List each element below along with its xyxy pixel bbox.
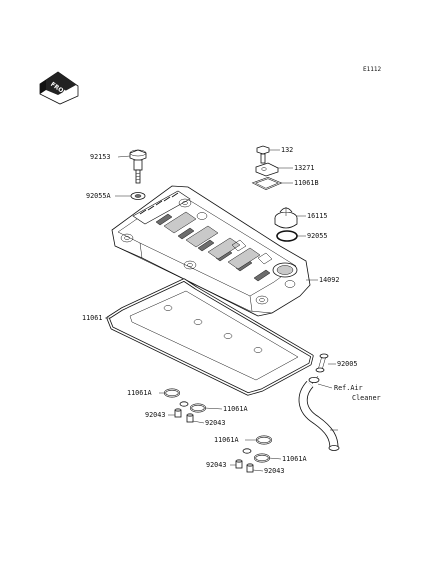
label-14092: 14092 (319, 276, 339, 284)
gasket-11061b (251, 177, 283, 190)
o-ring-92055 (276, 230, 298, 242)
label-11061a-4: 11061A (282, 455, 307, 463)
head-cover-gasket (106, 278, 314, 396)
breather-cap-13271 (255, 162, 279, 177)
breather-hose-92005 (298, 353, 340, 451)
bolt-132 (256, 145, 270, 164)
label-92043-4: 92043 (264, 467, 284, 475)
label-11061a-2: 11061A (223, 405, 248, 413)
label-92055: 92055 (307, 232, 327, 240)
washer-92055a (130, 192, 146, 200)
label-92005: 92005 (337, 360, 357, 368)
bolt-92153 (129, 149, 147, 184)
front-arrow-icon: FRONT (39, 71, 79, 105)
label-92055a: 92055A (86, 192, 111, 200)
label-11061: 11061 (82, 314, 102, 322)
label-ref-air-cleaner-1: Ref.Air (334, 384, 363, 392)
plug-seal-set-upper (164, 388, 206, 423)
label-92043-3: 92043 (206, 461, 226, 469)
label-11061b: 11061B (294, 179, 319, 187)
label-92153: 92153 (90, 153, 110, 161)
label-132: 132 (281, 146, 293, 154)
label-16115: 16115 (307, 212, 327, 220)
label-11061a-1: 11061A (127, 389, 152, 397)
diagram-code: E1112 (363, 66, 381, 73)
label-11061a-3: 11061A (214, 436, 239, 444)
label-13271: 13271 (294, 164, 314, 172)
oil-filler-cap-16115 (274, 207, 298, 229)
label-ref-air-cleaner-2: Cleaner (352, 394, 381, 402)
cylinder-head-cover (111, 185, 311, 317)
label-92043-1: 92043 (145, 411, 165, 419)
leader-lines (105, 149, 336, 472)
label-92043-2: 92043 (205, 419, 225, 427)
